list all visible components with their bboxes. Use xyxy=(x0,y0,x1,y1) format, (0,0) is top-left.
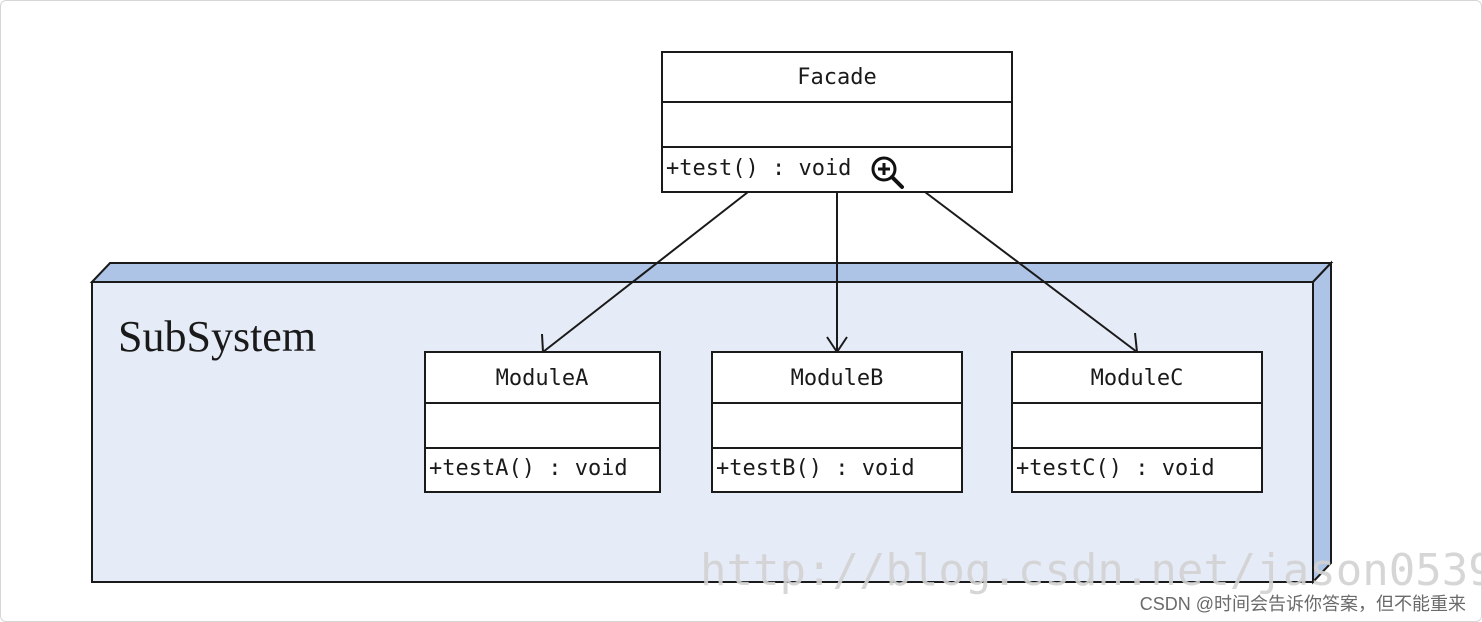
modulea-class-box xyxy=(424,351,661,493)
facade-method: +test() : void xyxy=(666,156,851,181)
facade-class-box xyxy=(661,51,1013,193)
arrow-to-modulec xyxy=(924,191,1138,353)
modulec-method: +testC() : void xyxy=(1016,456,1215,481)
arrow-to-modulea xyxy=(542,191,749,353)
zoom-in-icon[interactable] xyxy=(871,156,904,189)
subsystem-package-top xyxy=(89,262,1334,283)
modulea-class-name: ModuleA xyxy=(496,366,589,391)
subsystem-package-side xyxy=(1312,260,1332,585)
moduleb-method: +testB() : void xyxy=(716,456,915,481)
facade-class-name: Facade xyxy=(797,65,876,90)
modulea-method: +testA() : void xyxy=(429,456,628,481)
modulea-class[interactable]: ModuleA +testA() : void xyxy=(424,351,661,493)
modulec-class-box xyxy=(1011,351,1263,493)
moduleb-class-box xyxy=(711,351,963,493)
modulec-class-name: ModuleC xyxy=(1091,366,1184,391)
association-arrows xyxy=(541,191,1139,354)
facade-class[interactable]: Facade +test() : void xyxy=(661,51,1013,193)
moduleb-class-name: ModuleB xyxy=(791,366,884,391)
moduleb-class[interactable]: ModuleB +testB() : void xyxy=(711,351,963,493)
csdn-credit: CSDN @时间会告诉你答案，但不能重来 xyxy=(1140,594,1466,614)
modulec-class[interactable]: ModuleC +testC() : void xyxy=(1011,351,1263,493)
watermark-url: http://blog.csdn.net/jason0539 xyxy=(700,545,1482,596)
subsystem-label: SubSystem xyxy=(118,312,316,361)
